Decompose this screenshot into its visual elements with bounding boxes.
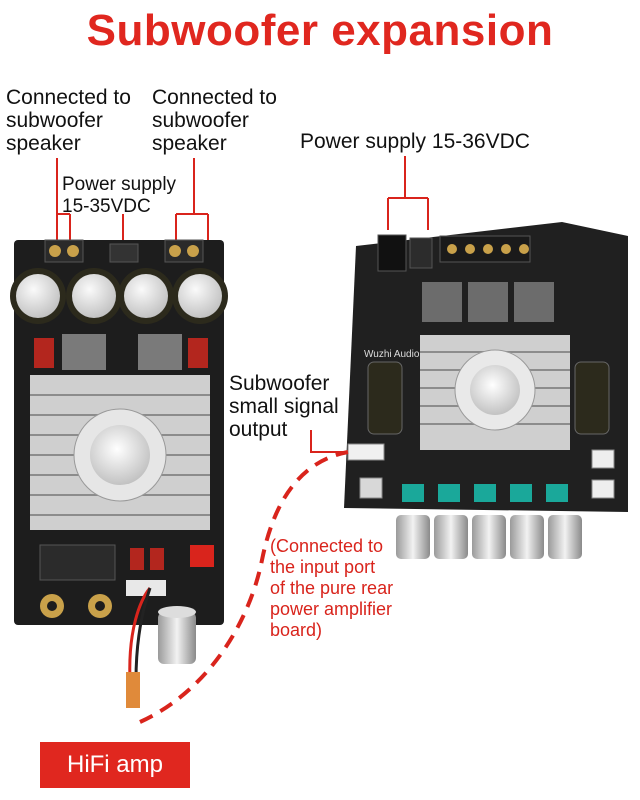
hifi-amp-badge: HiFi amp — [40, 742, 190, 788]
subwoofer-board — [344, 222, 628, 559]
hifi-amp-board — [10, 239, 228, 708]
left-speaker-label-1: Connected to subwoofer speaker — [6, 86, 131, 155]
right-power-bracket — [387, 156, 429, 230]
right-power-label: Power supply 15-36VDC — [300, 130, 530, 153]
callout-lines — [56, 156, 429, 453]
signal-cable-dashed — [139, 450, 349, 724]
board-brand-text: Wuzhi Audio — [364, 349, 420, 360]
left-power-label: Power supply 15-35VDC — [62, 174, 177, 217]
left-speaker-bracket-1 — [56, 158, 71, 244]
left-speaker-label-2: Connected to subwoofer speaker — [152, 86, 277, 155]
page-title: Subwoofer expansion — [86, 6, 554, 55]
left-speaker-bracket-2 — [175, 158, 209, 244]
capacitors — [10, 268, 228, 324]
signal-output-line — [310, 430, 348, 453]
subwoofer-signal-label: Subwoofer small signal output — [229, 372, 339, 441]
connected-note-label: (Connected to the input port of the pure… — [270, 536, 394, 640]
tone-knobs — [396, 515, 582, 559]
